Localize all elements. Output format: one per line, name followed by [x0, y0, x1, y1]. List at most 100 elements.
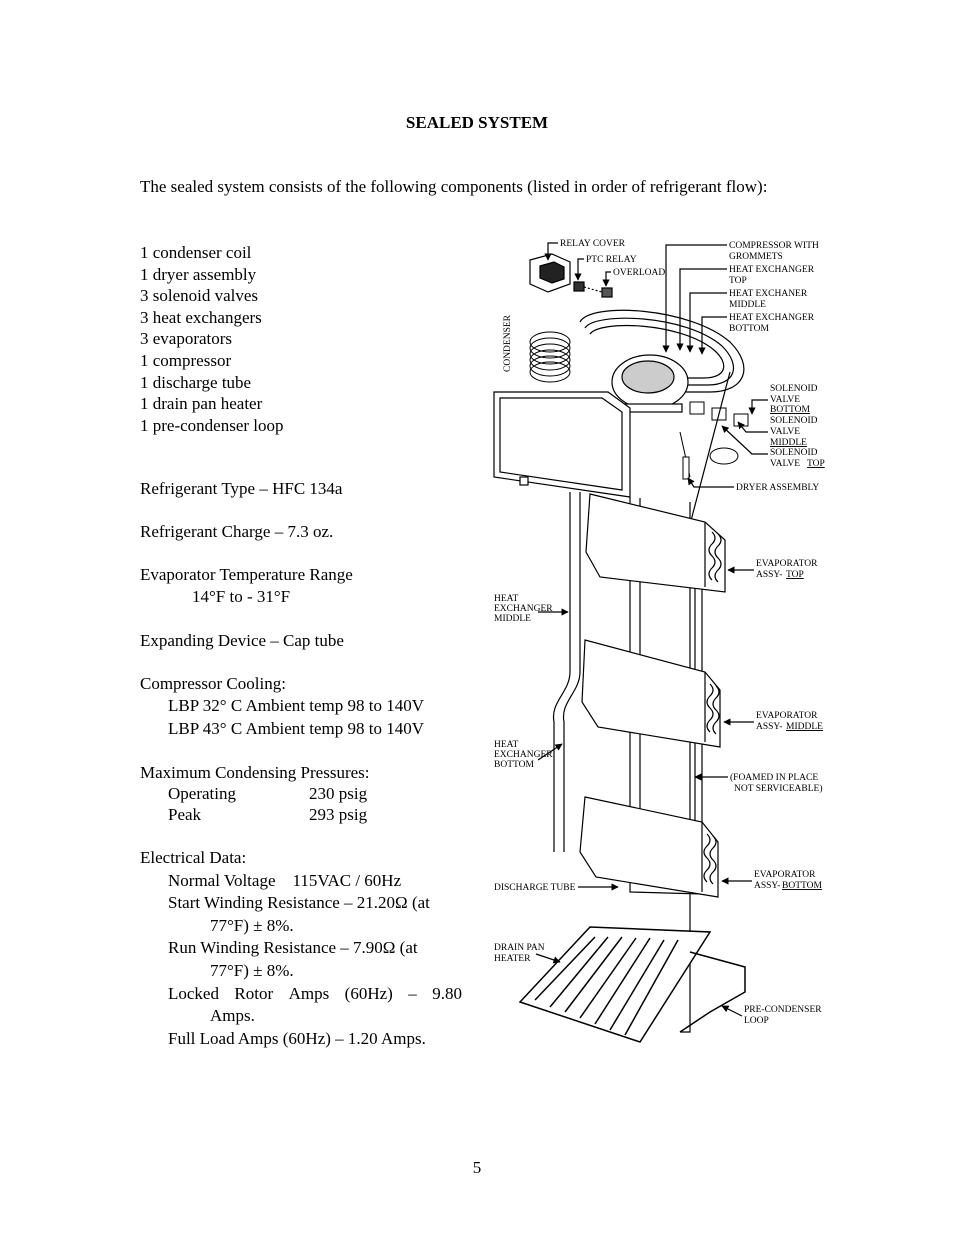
run-winding-line2: 77°F) ± 8%. — [210, 960, 294, 980]
label-condenser: CONDENSER — [503, 314, 513, 372]
full-load-amps: Full Load Amps (60Hz) – 1.20 Amps. — [168, 1028, 426, 1048]
relay-cover-illustration — [529, 253, 613, 298]
locked-rotor-word: Locked — [168, 983, 219, 1003]
label-evap-mid-line2b: MIDDLE — [786, 722, 823, 732]
compressor-cooling-item: LBP 32° C Ambient temp 98 to 140V — [168, 696, 424, 715]
label-hx-mid-line1: HEAT EXCHANER — [729, 289, 808, 299]
refrigerant-type: Refrigerant Type – HFC 134a — [140, 479, 343, 498]
label-sv-bottom-line1: SOLENOID — [770, 384, 818, 394]
label-hx-mid-line2: MIDDLE — [729, 300, 766, 310]
label-discharge-tube: DISCHARGE TUBE — [494, 883, 576, 893]
compressor-illustration — [611, 354, 689, 413]
normal-voltage: Normal Voltage 115VAC / 60Hz — [168, 870, 402, 890]
locked-rotor-word: – — [408, 983, 417, 1003]
start-winding-line1: Start Winding Resistance – 21.20Ω (at — [168, 893, 430, 913]
compressor-cooling-item: LBP 43° C Ambient temp 98 to 140V — [168, 719, 424, 738]
label-dryer-assembly: DRYER ASSEMBLY — [736, 483, 819, 493]
electrical-label: Electrical Data: — [140, 848, 247, 867]
label-precondenser-line1: PRE-CONDENSER — [744, 1005, 822, 1015]
label-evap-top-line1: EVAPORATOR — [756, 559, 818, 569]
pressure-row: Peak 293 psig — [140, 804, 367, 826]
condenser-box — [493, 391, 631, 498]
drain-pan-heater — [518, 926, 746, 1043]
list-item: 3 heat exchangers — [140, 307, 262, 327]
pressure-name: Operating — [168, 784, 236, 803]
label-evap-top-line2b: TOP — [786, 570, 804, 580]
list-item: 1 dryer assembly — [140, 264, 257, 284]
condenser-coil-illustration — [529, 331, 571, 383]
label-hx-bot-line1: HEAT EXCHANGER — [729, 313, 815, 323]
list-item: 3 solenoid valves — [140, 286, 259, 306]
label-evap-bot-line1: EVAPORATOR — [754, 870, 816, 880]
list-item: 1 condenser coil — [140, 243, 252, 262]
pressure-name: Peak — [168, 805, 202, 824]
label-evap-bot-line2b: BOTTOM — [782, 881, 822, 891]
locked-rotor-word: 9.80 — [432, 983, 462, 1003]
list-item: 1 pre-condenser loop — [140, 415, 284, 435]
locked-rotor-line2: Amps. — [210, 1006, 255, 1026]
label-evap-bot-line2a: ASSY- — [754, 881, 780, 891]
label-evap-mid-line1: EVAPORATOR — [756, 711, 818, 721]
label-sv-top-line3: TOP — [807, 459, 825, 469]
locked-rotor-word: Amps — [288, 983, 330, 1003]
list-item: 1 drain pan heater — [140, 394, 263, 414]
compressor-cooling-label: Compressor Cooling: — [140, 674, 286, 693]
list-item: 1 compressor — [140, 350, 232, 370]
label-evap-top-line2a: ASSY- — [756, 570, 782, 580]
label-drain-pan-line1: DRAIN PAN — [494, 943, 545, 953]
evaporator-top — [585, 493, 726, 593]
pressure-row: Operating 230 psig — [140, 783, 367, 805]
label-compressor-line1: COMPRESSOR WITH — [729, 241, 819, 251]
label-hx-bot-line2: BOTTOM — [729, 324, 769, 334]
label-sv-bottom-line2: VALVE — [770, 395, 800, 405]
label-compressor-line2: GROMMETS — [729, 252, 783, 262]
intro-paragraph: The sealed system consists of the follow… — [140, 177, 768, 196]
label-evap-mid-line2a: ASSY- — [756, 722, 782, 732]
label-sv-middle-line3: MIDDLE — [770, 438, 807, 448]
component-list: 1 condenser coil 1 dryer assembly 3 sole… — [140, 242, 284, 436]
label-relay-cover: RELAY COVER — [560, 239, 626, 249]
label-overload: OVERLOAD — [613, 268, 665, 278]
label-precondenser-line2: LOOP — [744, 1016, 769, 1026]
list-item: 3 evaporators — [140, 329, 233, 349]
list-item: 1 discharge tube — [140, 372, 252, 392]
label-sv-middle-line2: VALVE — [770, 427, 800, 437]
label-sv-top-line1: SOLENOID — [770, 448, 818, 458]
locked-rotor-word: Rotor — [234, 983, 274, 1003]
evaporator-range-label: Evaporator Temperature Range — [140, 565, 353, 584]
label-sv-middle-line1: SOLENOID — [770, 416, 818, 426]
evaporator-range-value: 14°F to - 31°F — [192, 587, 291, 606]
page-title: SEALED SYSTEM — [405, 113, 549, 132]
pressures-label: Maximum Condensing Pressures: — [140, 763, 370, 782]
label-left-hx-mid-line2: EXCHANGER — [494, 604, 553, 614]
label-left-hx-mid-line1: HEAT — [494, 594, 518, 604]
electrical-data: Electrical Data: Normal Voltage 115VAC /… — [140, 847, 462, 1050]
sealed-system-diagram: RELAY COVER PTC RELAY OVERLOAD CONDENSER… — [493, 239, 825, 1043]
refrigerant-charge: Refrigerant Charge – 7.3 oz. — [140, 522, 334, 541]
label-sv-bottom-line3: BOTTOM — [770, 405, 810, 415]
label-hx-top-line2: TOP — [729, 276, 747, 286]
label-ptc-relay: PTC RELAY — [586, 255, 637, 265]
label-left-hx-mid-line3: MIDDLE — [494, 614, 531, 624]
pressure-value: 293 psig — [309, 805, 368, 824]
evaporator-bottom — [579, 796, 719, 898]
locked-rotor-line1: Locked Rotor Amps (60Hz) – 9.80 — [140, 983, 462, 1006]
heat-exchanger-loops — [579, 309, 745, 393]
label-drain-pan-line2: HEATER — [494, 954, 531, 964]
label-hx-top-line1: HEAT EXCHANGER — [729, 265, 815, 275]
pressure-value: 230 psig — [309, 784, 368, 803]
locked-rotor-word: (60Hz) — [344, 983, 393, 1003]
label-left-hx-bot-line1: HEAT — [494, 740, 518, 750]
label-foamed-line1: (FOAMED IN PLACE — [730, 772, 818, 783]
expanding-device: Expanding Device – Cap tube — [140, 631, 344, 650]
run-winding-line1: Run Winding Resistance – 7.90Ω (at — [168, 938, 418, 958]
label-sv-top-line2: VALVE — [770, 459, 800, 469]
leader-arrows — [535, 242, 768, 1017]
page-number: 5 — [472, 1158, 482, 1177]
label-foamed-line2: NOT SERVICEABLE) — [734, 783, 823, 794]
evaporator-middle — [581, 639, 721, 748]
diagram-labels: RELAY COVER PTC RELAY OVERLOAD CONDENSER… — [494, 239, 825, 1026]
label-left-hx-bot-line2: EXCHANGER — [494, 750, 553, 760]
label-left-hx-bot-line3: BOTTOM — [494, 760, 534, 770]
start-winding-line2: 77°F) ± 8%. — [210, 915, 294, 935]
